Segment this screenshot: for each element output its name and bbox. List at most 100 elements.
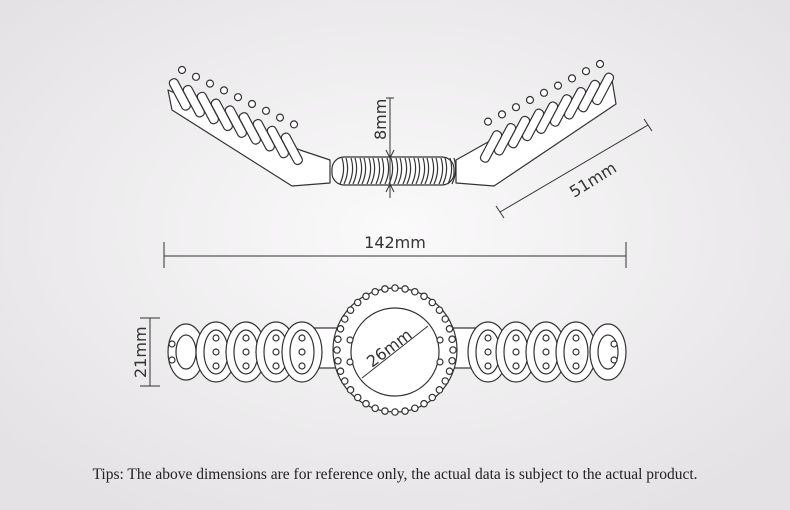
top-view: [167, 284, 627, 416]
rib-bump: [567, 74, 577, 83]
twist-line: [375, 157, 381, 185]
segment-dot: [242, 362, 250, 370]
segment-dot: [512, 362, 520, 370]
rib: [479, 130, 503, 163]
width-dimension: [140, 317, 160, 387]
ring-bead: [336, 324, 345, 333]
ring-bead: [391, 408, 399, 416]
tips-text: Tips: The above dimensions are for refer…: [92, 466, 698, 483]
rib-bump: [191, 72, 201, 81]
arm-length-dimension: [495, 118, 653, 219]
twist-line: [348, 157, 354, 185]
ring-bead: [340, 377, 349, 385]
ring-bead: [334, 356, 342, 365]
segment-dot: [272, 334, 280, 342]
rib-bump: [177, 65, 187, 75]
segment-dot: [542, 362, 550, 370]
dot: [610, 340, 618, 348]
rib-bump: [205, 79, 215, 88]
rib-bump: [511, 103, 521, 112]
segment-dot: [242, 348, 250, 356]
ring-bead: [333, 346, 341, 354]
dot: [346, 336, 354, 344]
ring-bead: [371, 404, 379, 413]
dot: [436, 336, 444, 344]
segment-dot: [512, 334, 520, 342]
rib-bump: [261, 106, 271, 115]
segment-dot: [542, 334, 550, 342]
ring-bead: [448, 356, 456, 365]
twist-line: [429, 157, 435, 185]
segment-dot: [484, 362, 492, 370]
rib-bump: [247, 99, 257, 109]
height-label: 8mm: [371, 99, 390, 140]
twist-line: [406, 157, 412, 185]
dot: [436, 358, 444, 366]
rib-bump: [289, 120, 299, 129]
ring-bead: [428, 298, 437, 307]
segment-dot: [572, 362, 580, 370]
total-length-dimension: [163, 242, 627, 268]
twist-line: [411, 157, 417, 185]
twist-line: [343, 157, 349, 185]
twist-line: [433, 157, 439, 185]
ring-bead: [381, 407, 389, 415]
twist-line: [447, 157, 453, 185]
dot: [168, 356, 176, 364]
segment-dot: [272, 348, 280, 356]
ring-bead: [445, 367, 454, 376]
ring-bead: [362, 399, 370, 408]
rib-bump: [525, 95, 535, 105]
twist-line: [366, 157, 372, 185]
twist-line: [451, 157, 457, 185]
segment-dot: [484, 334, 492, 342]
ring-bead: [391, 284, 399, 292]
ring-bead: [435, 306, 444, 314]
twist-line: [415, 157, 421, 185]
ring-bead: [401, 407, 409, 415]
twist-line: [339, 157, 345, 185]
rib-bump: [233, 93, 243, 102]
segment-dot: [572, 334, 580, 342]
dot: [168, 340, 176, 348]
dot: [346, 358, 354, 366]
rib-bump: [539, 88, 549, 97]
ring-bead: [435, 386, 444, 394]
rib-bump: [219, 86, 229, 95]
segment-dot: [212, 348, 220, 356]
twist-line: [397, 157, 403, 185]
twist-line: [424, 157, 430, 185]
rib-bump: [275, 113, 285, 122]
segment-dot: [212, 362, 220, 370]
twist-line: [438, 157, 444, 185]
rib-bump: [595, 59, 605, 69]
ring-bead: [420, 399, 428, 408]
side-view: [167, 59, 617, 187]
total-length-label: 142mm: [364, 233, 426, 252]
ring-bead: [401, 285, 409, 293]
ring-bead: [428, 393, 437, 402]
twist-line: [352, 157, 358, 185]
twist-line: [420, 157, 426, 185]
rib-bump: [497, 110, 507, 119]
ring-bead: [441, 377, 450, 385]
twist-line: [384, 157, 390, 185]
height-dimension: [385, 97, 395, 198]
rib-bump: [553, 81, 563, 90]
twist-line: [370, 157, 376, 185]
ring-bead: [420, 292, 428, 301]
segment-dot: [298, 348, 306, 356]
twist-line: [442, 157, 448, 185]
ring-bead: [353, 298, 362, 307]
ring-diameter-line: [361, 325, 429, 379]
ring-bead: [381, 285, 389, 293]
segment-dot: [572, 348, 580, 356]
segment-dot: [272, 362, 280, 370]
ring-bead: [346, 306, 355, 314]
rib-bump: [581, 67, 591, 76]
ring-bead: [362, 292, 370, 301]
segment-dot: [298, 334, 306, 342]
ring-bead: [346, 386, 355, 394]
